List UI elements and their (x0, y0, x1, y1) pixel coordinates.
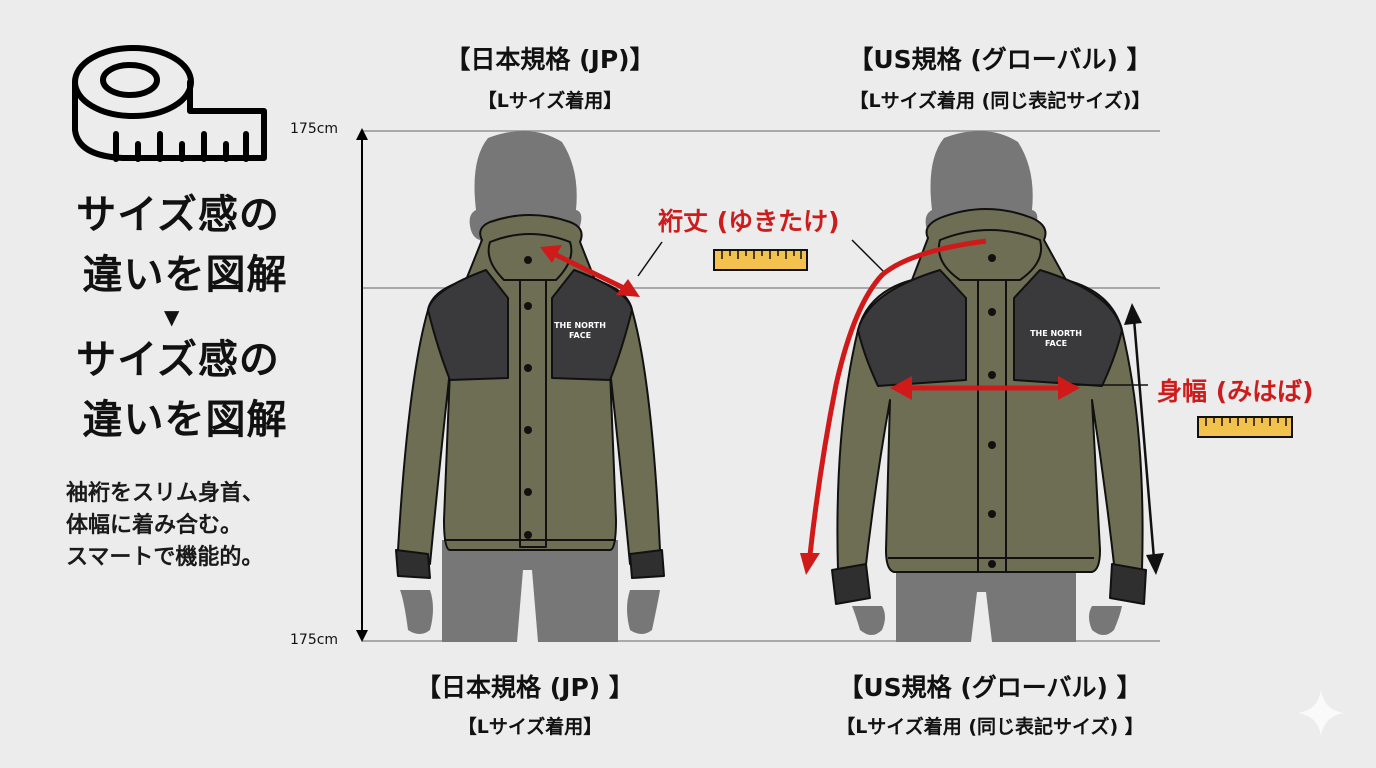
ruler-icon-width (1197, 416, 1293, 438)
us-length-arrow (1124, 303, 1164, 575)
jp-shoulder-panel-right (551, 269, 633, 381)
jp-logo: THE NORTH (554, 321, 606, 330)
us-sleeve-length-arrow (800, 238, 987, 575)
us-shoulder-panel-right (1013, 269, 1123, 387)
us-body-width-leader (1076, 384, 1148, 386)
us-footer-subtitle: 【Lサイズ着用 (同じ表記サイズ) 】 (836, 716, 1144, 738)
main-title-1: サイズ感の 違いを図解 (28, 185, 328, 305)
us-leader-line (851, 239, 885, 273)
reference-line-shoulder (362, 287, 1160, 289)
measuring-tape-icon (72, 45, 267, 162)
main-title-2: サイズ感の 違いを図解 (28, 330, 328, 450)
jp-footer-title: 【日本規格 (JP) 】 (416, 673, 634, 702)
ruler-icon-sleeve (713, 249, 808, 271)
us-header-subtitle: 【Lサイズ着用 (同じ表記サイズ)】 (849, 90, 1151, 112)
sparkle-icon (1298, 690, 1344, 736)
description-line: 体幅に着み合む。 (66, 513, 243, 538)
jp-figure: THE NORTH FACE (395, 130, 665, 642)
down-arrow-marker: ▼ (164, 305, 180, 329)
jp-shoulder-panel-left (427, 269, 509, 381)
reference-line-top (362, 130, 1160, 132)
description-line: スマートで機能的。 (66, 545, 264, 570)
reference-line-bottom (362, 640, 1160, 642)
description-line: 袖裄をスリム身首、 (66, 481, 265, 506)
us-logo: THE NORTH (1030, 329, 1082, 338)
description: 袖裄をスリム身首、 体幅に着み合む。 スマートで機能的。 (66, 478, 264, 574)
us-shoulder-panel-left (857, 269, 967, 387)
sleeve-length-label: 裄丈 (ゆきたけ) (658, 207, 840, 236)
height-arrow (356, 128, 368, 642)
us-body-width-arrow (890, 376, 1080, 400)
svg-text:FACE: FACE (1045, 339, 1067, 348)
height-label-bottom: 175cm (290, 632, 339, 648)
jp-header-subtitle: 【Lサイズ着用】 (477, 90, 623, 112)
jp-footer-subtitle: 【Lサイズ着用】 (457, 716, 603, 738)
title-line: 違いを図解 (82, 252, 288, 298)
jp-leader-line (637, 241, 663, 277)
title-line: 違いを図解 (82, 397, 288, 443)
jp-sleeve-length-arrow (540, 245, 640, 297)
title-line: サイズ感の (76, 192, 280, 238)
svg-text:FACE: FACE (569, 331, 591, 340)
us-header-title: 【US規格 (グローバル) 】 (848, 45, 1152, 74)
title-line: サイズ感の (76, 337, 280, 383)
jp-header-title: 【日本規格 (JP)】 (445, 45, 655, 74)
body-width-label: 身幅 (みはば) (1157, 377, 1314, 406)
height-label-top: 175cm (290, 121, 339, 137)
us-footer-title: 【US規格 (グローバル) 】 (838, 673, 1142, 702)
